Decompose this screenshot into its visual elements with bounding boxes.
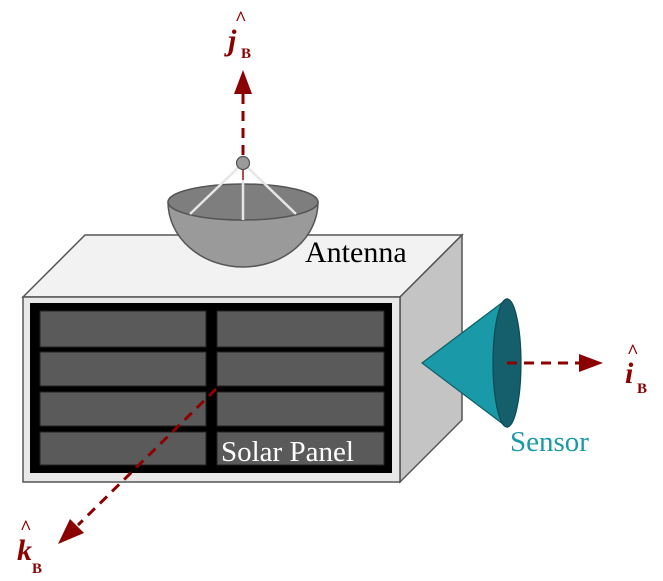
dish-feed bbox=[235, 155, 251, 171]
axis-k-line bbox=[76, 387, 218, 527]
axis-j-subscript: B bbox=[241, 46, 251, 62]
axis-j-hat: ^ bbox=[235, 8, 247, 30]
axis-j-arrowhead bbox=[234, 70, 252, 94]
axis-k-letter: k bbox=[17, 534, 32, 567]
axis-k-arrowhead bbox=[58, 519, 84, 544]
sensor-label: Sensor bbox=[510, 426, 589, 458]
solar-cell bbox=[216, 391, 385, 427]
axis-k-hat: ^ bbox=[20, 517, 32, 539]
dish-strut bbox=[242, 162, 297, 215]
dish-strut bbox=[189, 162, 244, 215]
solar-cell bbox=[39, 431, 207, 466]
solar-cell bbox=[216, 351, 385, 387]
axis-k: ^ k B bbox=[17, 387, 218, 577]
solar-cell bbox=[39, 351, 207, 387]
solar-cell bbox=[39, 310, 207, 348]
axis-k-subscript: B bbox=[32, 561, 42, 577]
axis-i-hat: ^ bbox=[627, 341, 639, 363]
axis-j: ^ j B bbox=[224, 8, 252, 155]
axis-i-arrowhead bbox=[579, 354, 603, 372]
antenna-dish: Antenna bbox=[167, 155, 407, 269]
solar-cell bbox=[216, 431, 385, 466]
solar-panel-label: Solar Panel bbox=[221, 436, 354, 468]
antenna-label: Antenna bbox=[305, 236, 407, 269]
axis-i: ^ i B bbox=[507, 341, 647, 397]
axis-i-letter: i bbox=[625, 357, 634, 390]
axis-j-letter: j bbox=[224, 24, 237, 57]
solar-cell bbox=[216, 310, 385, 348]
axis-i-subscript: B bbox=[637, 381, 647, 397]
solar-panel: Solar Panel bbox=[30, 303, 392, 473]
solar-cell bbox=[39, 391, 207, 427]
